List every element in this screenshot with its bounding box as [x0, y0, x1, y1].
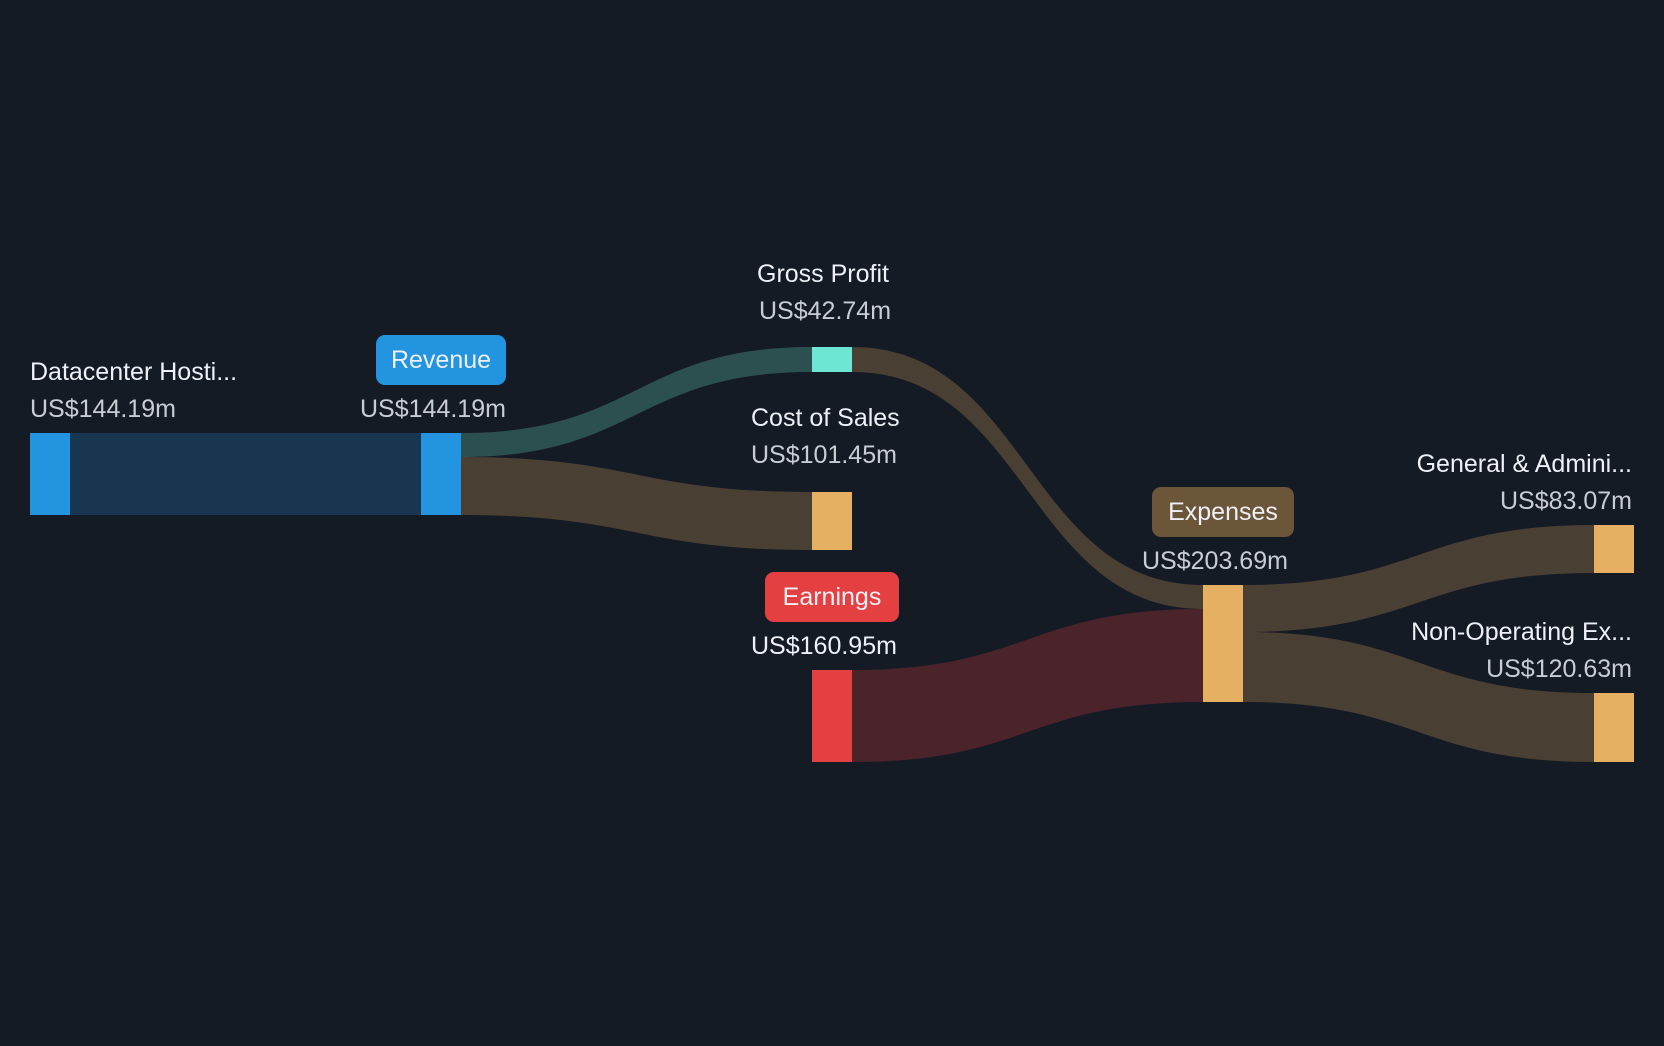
- node-label-gross-profit: Gross Profit: [757, 260, 889, 288]
- node-value-revenue: US$144.19m: [360, 395, 506, 423]
- node-bar-datacenter: [30, 433, 70, 515]
- node-bar-gross_profit: [812, 347, 852, 372]
- node-label-general-admin: General & Admini...: [1416, 450, 1632, 478]
- node-bar-expenses: [1203, 585, 1243, 702]
- link-gross_profit-to-expenses: [852, 347, 1203, 609]
- node-value-datacenter: US$144.19m: [30, 395, 176, 423]
- node-badge-revenue: Revenue: [376, 335, 506, 385]
- node-value-cost-of-sales: US$101.45m: [751, 441, 897, 469]
- node-badge-expenses: Expenses: [1152, 487, 1294, 537]
- node-label-datacenter: Datacenter Hosti...: [30, 358, 238, 386]
- node-label-cost-of-sales: Cost of Sales: [751, 404, 900, 432]
- link-expenses-to-general_admin: [1243, 525, 1594, 632]
- link-revenue-to-cost_of_sales: [461, 457, 812, 550]
- node-label-non-operating: Non-Operating Ex...: [1411, 618, 1632, 646]
- node-value-earnings: US$160.95m: [751, 632, 897, 660]
- sankey-nodes: [30, 347, 1634, 762]
- node-bar-earnings: [812, 670, 852, 762]
- node-bar-non_operating: [1594, 693, 1634, 762]
- node-bar-revenue: [421, 433, 461, 515]
- link-datacenter-to-revenue: [70, 433, 421, 515]
- node-value-gross-profit: US$42.74m: [759, 297, 892, 325]
- sankey-links: [70, 347, 1594, 762]
- link-revenue-to-gross_profit: [461, 347, 812, 457]
- link-expenses-to-non_operating: [1243, 632, 1594, 762]
- link-earnings-to-expenses: [852, 609, 1203, 762]
- node-bar-cost_of_sales: [812, 492, 852, 550]
- node-bar-general_admin: [1594, 525, 1634, 573]
- node-value-non-operating: US$120.63m: [1486, 655, 1632, 683]
- node-badge-earnings: Earnings: [765, 572, 899, 622]
- node-value-expenses: US$203.69m: [1142, 547, 1288, 575]
- node-value-general-admin: US$83.07m: [1499, 487, 1632, 515]
